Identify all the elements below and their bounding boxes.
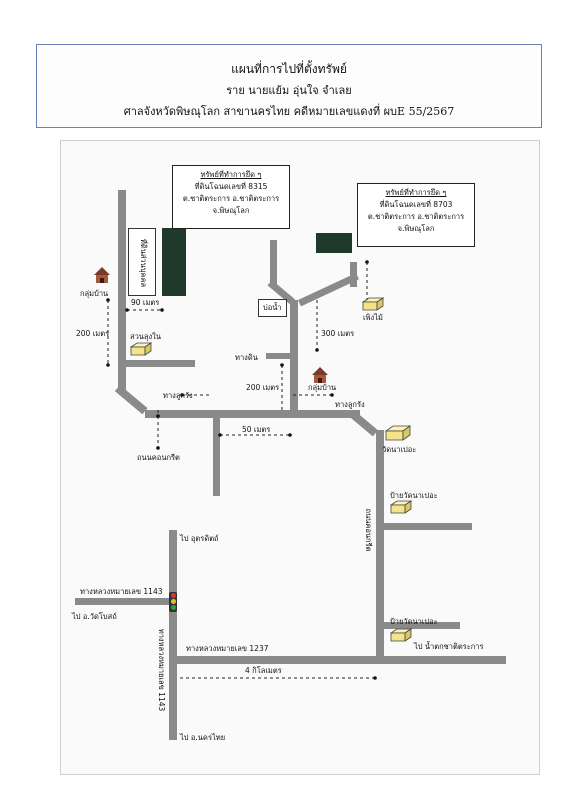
to-nakhon-thai-label: ไป อ.นครไทย — [180, 733, 226, 742]
distance-50m-label: 50 เมตร — [242, 425, 271, 434]
public-land-box: ที่ดินส่วนบุคคล — [128, 228, 156, 296]
road-dirt-branch — [266, 353, 294, 359]
callout-plot-8315: ทรัพย์ที่ทำการยึด ๆ ที่ดินโฉนดเลขที่ 831… — [172, 165, 290, 229]
callout-right-province: จ.พิษณุโลก — [397, 224, 435, 233]
hut-label: เพิงไม้ — [363, 313, 383, 322]
callout-right-deed: ที่ดินโฉนดเลขที่ 8703 — [379, 200, 453, 209]
road-main-horizontal — [145, 410, 360, 418]
house-icon — [312, 367, 328, 383]
road-highway-1143-vertical — [169, 530, 177, 740]
sign-temple-lower-label: ป้ายวัดนาเปอะ — [390, 617, 438, 626]
road-left-vertical — [118, 190, 126, 390]
temple-label: วัดนาเปอะ — [382, 445, 417, 454]
road-fork-left-vertical — [270, 240, 277, 285]
case-line: ราย นายแย้ม อุ่นใจ จำเลย — [226, 84, 352, 97]
callout-left-province: จ.พิษณุโลก — [212, 206, 250, 215]
garden-label: สวนลุงใน — [130, 332, 161, 341]
gravel-road-left-label: ทางลูกรัง — [163, 391, 193, 400]
village-mid-label: กลุ่มบ้าน — [308, 383, 337, 392]
road-south-branch — [213, 418, 220, 496]
highway-1237-label: ทางหลวงหมายเลข 1237 — [186, 644, 269, 653]
to-uttaradit-label: ไป อุตรดิตถ์ — [180, 534, 219, 543]
callout-right-district: ต.ชาติตระการ อ.ชาติตระการ — [367, 212, 465, 221]
seized-plot-8315 — [162, 228, 186, 296]
village-left-label: กลุ่มบ้าน — [80, 289, 109, 298]
highway-1143-vertical-label: ทางหลวงหมายเลข 1143 — [157, 628, 166, 712]
temple-icon — [385, 425, 411, 441]
map-title: แผนที่การไปที่ตั้งทรัพย์ — [231, 62, 347, 76]
road-right-branch-lower — [380, 622, 460, 629]
road-right-vertical — [376, 430, 384, 660]
callout-right-title: ทรัพย์ที่ทำการยึด ๆ — [385, 188, 447, 197]
road-garden-branch — [120, 360, 195, 367]
to-wat-bot-label: ไป อ.วัดโบสถ์ — [72, 612, 117, 621]
sign-icon — [390, 500, 412, 514]
building-icon — [130, 342, 152, 356]
pond-label: บ่อน้ำ — [258, 299, 287, 317]
map-header: แผนที่การไปที่ตั้งทรัพย์ ราย นายแย้ม อุ่… — [36, 44, 542, 128]
callout-left-district: ต.ชาติตระการ อ.ชาติตระการ — [182, 194, 280, 203]
distance-200m-mid-label: 200 เมตร — [246, 383, 280, 392]
distance-300m-label: 300 เมตร — [321, 329, 355, 338]
callout-plot-8703: ทรัพย์ที่ทำการยึด ๆ ที่ดินโฉนดเลขที่ 870… — [357, 183, 475, 247]
building-icon — [362, 297, 384, 311]
sign-icon — [390, 628, 412, 642]
seized-plot-8703 — [316, 233, 352, 253]
road-right-branch-upper — [380, 523, 472, 530]
sign-temple-upper-label: ป้ายวัดนาเปอะ — [390, 491, 438, 500]
distance-200m-left-label: 200 เมตร — [76, 329, 110, 338]
concrete-road-left-label: ถนนคอนกรีต — [137, 453, 180, 462]
court-line: ศาลจังหวัดพิษณุโลก สาขานครไทย คดีหมายเลข… — [123, 105, 455, 118]
to-nam-tok-label: ไป น้ำตกชาติตระการ — [414, 642, 484, 651]
house-icon — [94, 267, 110, 283]
road-highway-1237 — [176, 656, 506, 664]
road-mid-vertical — [290, 300, 298, 415]
highway-1143-label: ทางหลวงหมายเลข 1143 — [80, 587, 163, 596]
gravel-road-right-label: ทางลูกรัง — [335, 400, 365, 409]
road-highway-1143-horizontal — [75, 598, 175, 605]
concrete-road-vertical-label: ถนนคอนกรีต — [364, 508, 373, 552]
distance-4km-label: 4 กิโลเมตร — [245, 666, 282, 675]
traffic-light-icon — [169, 592, 177, 612]
callout-left-title: ทรัพย์ที่ทำการยึด ๆ — [200, 170, 262, 179]
distance-90m-label: 90 เมตร — [131, 298, 160, 307]
dirt-road-label: ทางดิน — [235, 353, 258, 362]
callout-left-deed: ที่ดินโฉนดเลขที่ 8315 — [194, 182, 268, 191]
